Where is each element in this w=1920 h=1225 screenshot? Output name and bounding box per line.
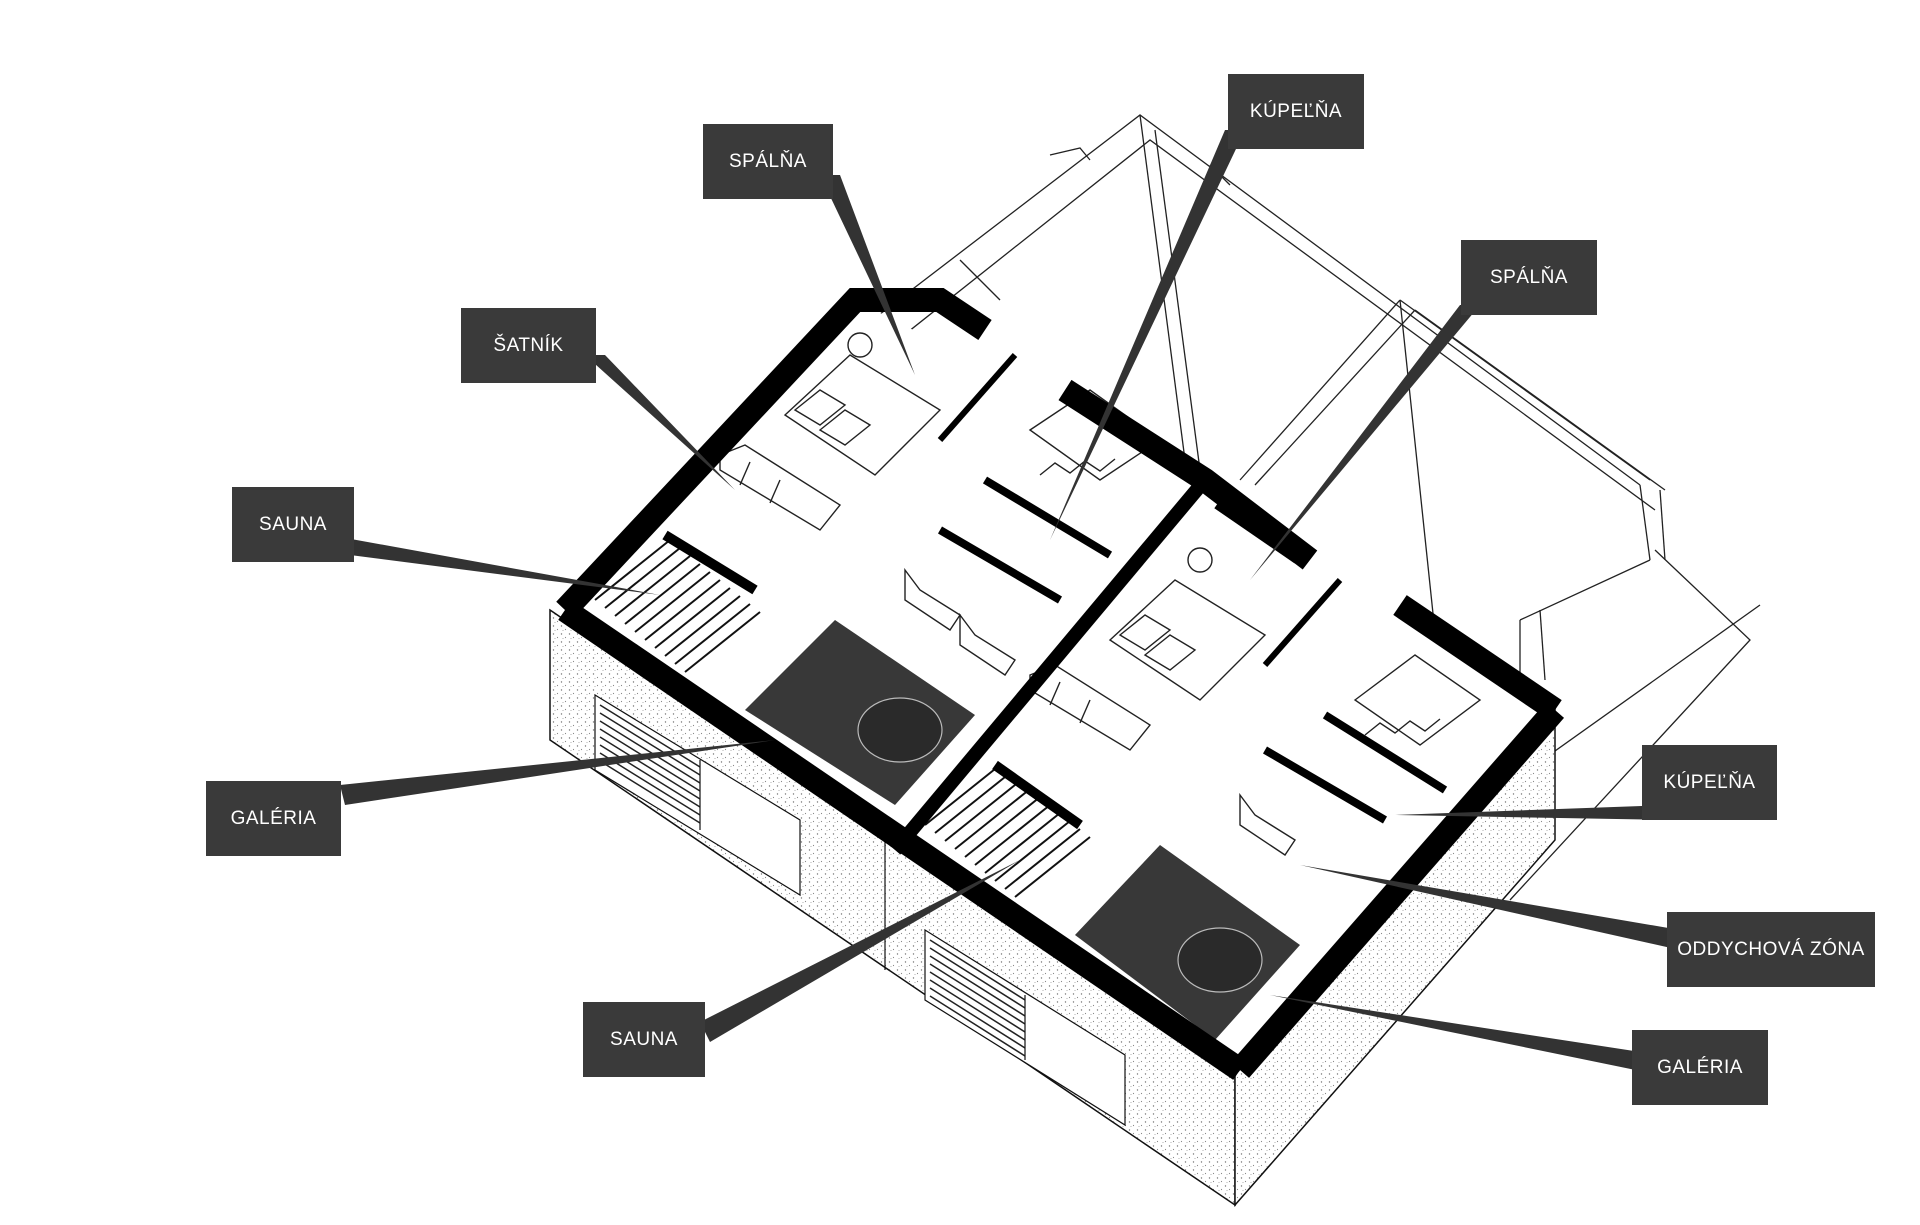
- facade: [549, 608, 1556, 1207]
- sauna-benches: [594, 539, 1091, 898]
- label-satnik: ŠATNÍK: [461, 308, 596, 383]
- label-sauna-bottom: SAUNA: [583, 1002, 705, 1077]
- walls: [556, 288, 1565, 1080]
- label-sauna-left: SAUNA: [232, 487, 354, 562]
- label-spalna-right: SPÁLŇA: [1461, 240, 1597, 315]
- label-galeria-left: GALÉRIA: [206, 781, 341, 856]
- label-spalna-left: SPÁLŇA: [703, 124, 833, 199]
- dining-tables: [857, 697, 1263, 993]
- leader-lines: [340, 130, 1680, 1075]
- label-kupelna-top: KÚPEĽŇA: [1228, 74, 1364, 149]
- label-galeria-right: GALÉRIA: [1632, 1030, 1768, 1105]
- label-kupelna-right: KÚPEĽŇA: [1642, 745, 1777, 820]
- label-oddychova-zona: ODDYCHOVÁ ZÓNA: [1667, 912, 1875, 987]
